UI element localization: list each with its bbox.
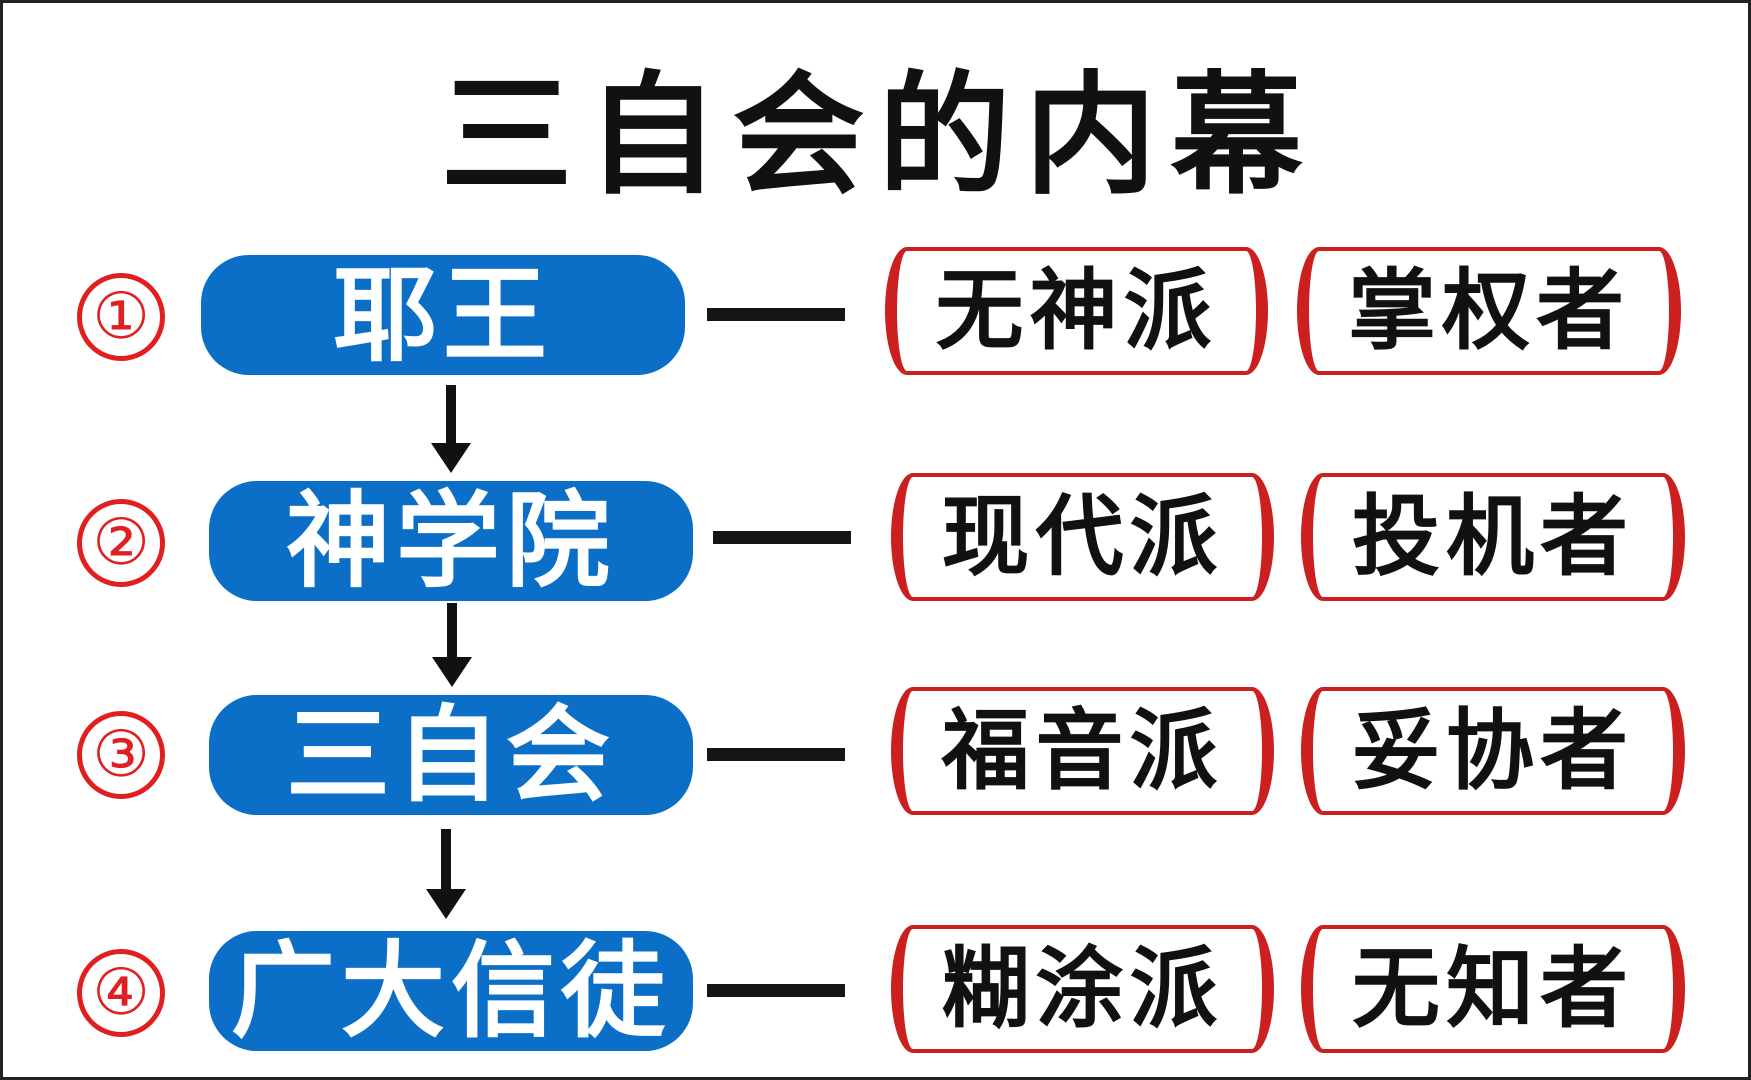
level-box-4: 广大信徒 bbox=[209, 931, 693, 1051]
level-box-2: 神学院 bbox=[209, 481, 693, 601]
down-arrow-2-shaft bbox=[447, 603, 457, 659]
faction-tag-2: 现代派 bbox=[891, 473, 1274, 601]
connector-line-4 bbox=[707, 984, 845, 997]
connector-line-3 bbox=[707, 748, 845, 761]
level-box-3: 三自会 bbox=[209, 695, 693, 815]
role-tag-2: 投机者 bbox=[1301, 473, 1685, 601]
step-number-3: ③ bbox=[77, 711, 165, 799]
diagram-title: 三自会的内幕 bbox=[440, 59, 1317, 213]
faction-tag-3: 福音派 bbox=[891, 687, 1274, 815]
step-number-4: ④ bbox=[77, 949, 165, 1037]
down-arrow-3-shaft bbox=[441, 829, 451, 891]
role-tag-3: 妥协者 bbox=[1301, 687, 1685, 815]
down-arrow-2-icon bbox=[432, 657, 472, 687]
down-arrow-1-icon bbox=[431, 443, 471, 473]
connector-line-1 bbox=[707, 308, 845, 321]
faction-tag-1: 无神派 bbox=[885, 247, 1268, 375]
step-number-1: ① bbox=[77, 273, 165, 361]
faction-tag-4: 糊涂派 bbox=[891, 925, 1274, 1053]
step-number-2: ② bbox=[77, 499, 165, 587]
connector-line-2 bbox=[713, 531, 851, 544]
level-box-1: 耶王 bbox=[201, 255, 685, 375]
down-arrow-3-icon bbox=[426, 889, 466, 919]
down-arrow-1-shaft bbox=[446, 385, 456, 445]
role-tag-1: 掌权者 bbox=[1297, 247, 1681, 375]
role-tag-4: 无知者 bbox=[1301, 925, 1685, 1053]
